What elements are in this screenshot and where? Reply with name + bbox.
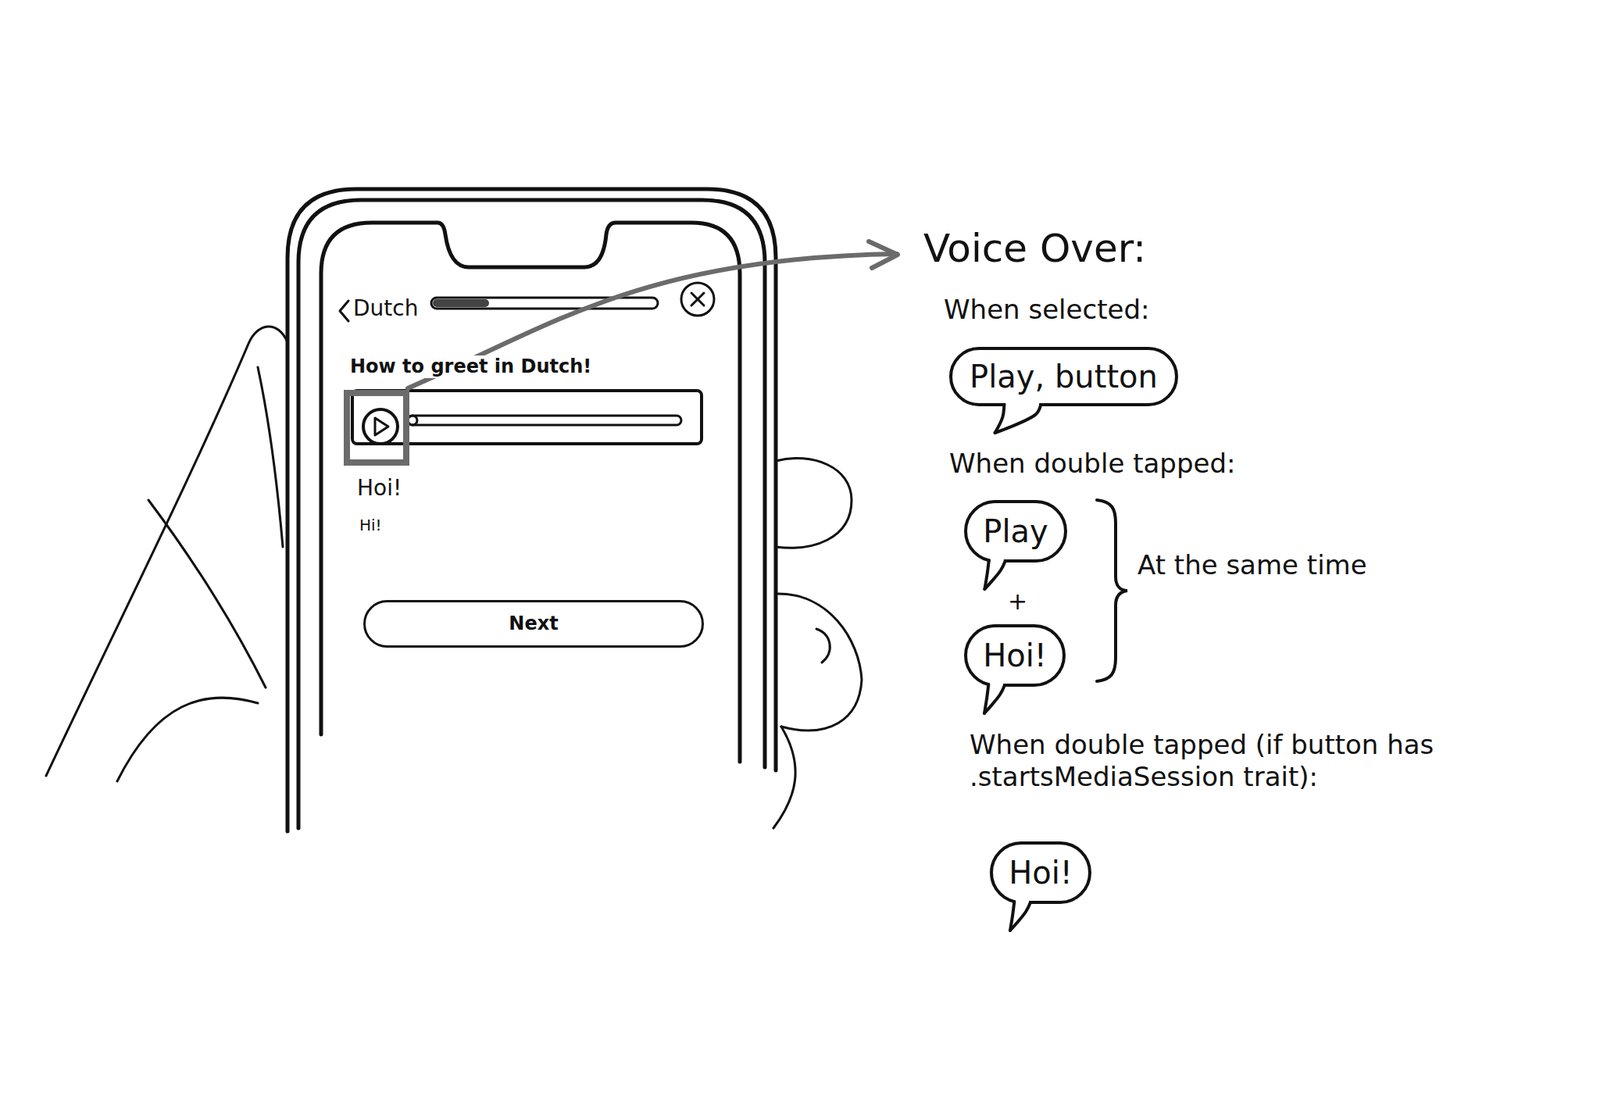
- phrase-dutch: Hoi!: [357, 475, 402, 502]
- hand-crease: [117, 697, 258, 782]
- audio-slider: [407, 415, 682, 425]
- annotation-title: Voice Over:: [923, 225, 1147, 272]
- phone-screen: [321, 222, 740, 762]
- bubble-tail-fill: [984, 561, 1005, 590]
- fingernail: [816, 628, 830, 663]
- bubble-tail: [984, 685, 1005, 714]
- outline-shape: [965, 625, 1065, 686]
- next-button: Next: [363, 600, 704, 648]
- annotation-step: When selected:: [943, 293, 1150, 326]
- bubble-tail-gap: [1015, 900, 1029, 905]
- back-chevron: [339, 300, 349, 322]
- phone-frame: [298, 200, 765, 829]
- finger-outline: [775, 458, 852, 549]
- bubble-text: Hoi!: [1008, 853, 1073, 892]
- leader-arrowhead: [868, 241, 898, 268]
- speech-bubble: Hoi!: [964, 624, 1066, 687]
- bubble-text: Play, button: [969, 357, 1158, 396]
- annotation-step: When double tapped:: [949, 447, 1236, 480]
- outline-shape: [950, 348, 1177, 405]
- bubble-text: Play: [982, 512, 1048, 550]
- bubble-tail-gap: [990, 558, 1004, 564]
- bracket-note: At the same time: [1137, 549, 1368, 582]
- outline-shape: [965, 501, 1066, 561]
- bubble-tail-gap: [989, 682, 1004, 688]
- speech-bubble: Hoi!: [989, 841, 1092, 904]
- button-label: Next: [508, 612, 558, 636]
- progress-bar: [431, 297, 658, 309]
- bubble-tail-fill: [995, 405, 1042, 433]
- phrase-translation: Hi!: [359, 515, 383, 535]
- plus-sign: +: [1007, 587, 1028, 616]
- play-icon: [363, 409, 398, 444]
- annotation-step: When double tapped (if button has .start…: [969, 728, 1501, 793]
- outline-shape: [991, 842, 1090, 903]
- bubble-tail-fill: [984, 685, 1005, 714]
- close-icon: [681, 282, 715, 316]
- hand-crease: [148, 500, 266, 688]
- bubble-tail: [1010, 902, 1031, 931]
- finger-outline: [775, 593, 862, 731]
- speech-bubble: Play, button: [949, 346, 1179, 407]
- bubble-tail-fill: [1010, 903, 1031, 931]
- bubble-tail: [995, 404, 1042, 433]
- bubble-tail-gap: [1005, 402, 1040, 408]
- hand-outline: [46, 326, 288, 776]
- screen-heading: How to greet in Dutch!: [350, 355, 592, 379]
- phone-frame: [287, 189, 776, 832]
- progress-fill: [432, 299, 490, 308]
- speech-bubble: Play: [964, 500, 1068, 563]
- close-icon: [691, 292, 704, 306]
- play-icon: [375, 417, 389, 436]
- focus-highlight: [346, 392, 407, 463]
- back-link: Dutch: [353, 295, 418, 322]
- curly-brace: [1096, 500, 1128, 682]
- outline-shape: [364, 601, 704, 647]
- thumb-line: [257, 367, 283, 547]
- bubble-text: Hoi!: [982, 636, 1047, 675]
- bubble-tail: [984, 560, 1005, 590]
